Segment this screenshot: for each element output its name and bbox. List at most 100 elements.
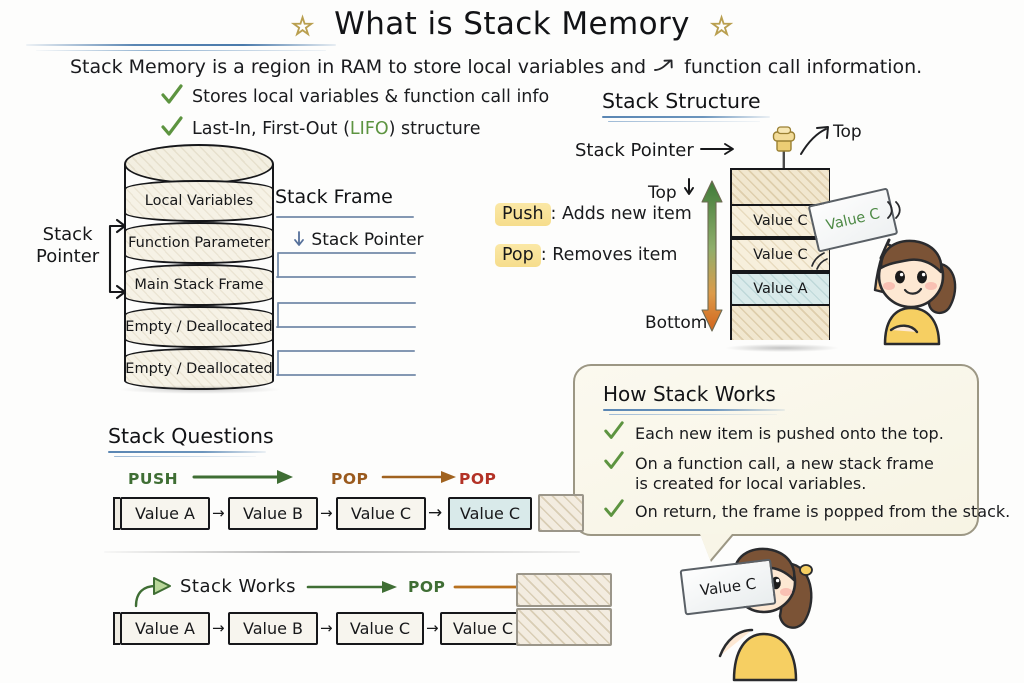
cylinder-shadow	[118, 385, 282, 394]
row2-box-hatched-top	[516, 573, 612, 607]
stack-memory-cylinder: Local Variables Function Parameter Main …	[118, 144, 282, 394]
row1-pop-label-1: POP	[331, 470, 369, 488]
intro-bullet-2: Last-In, First-Out (LIFO) structure	[160, 116, 480, 141]
how-stack-works-heading-text: How Stack Works	[603, 382, 776, 406]
heading-underline	[602, 115, 770, 118]
row1-pop-arrow-icon	[381, 471, 456, 483]
how-stack-works-item-2-text: On a function call, a new stack frame is…	[635, 454, 934, 493]
held-card-bottom-label: Value C	[698, 574, 758, 600]
stack-frame-label-text: Stack Frame	[275, 186, 393, 208]
row2-loop-arrow-icon	[134, 577, 171, 608]
cylinder-stack-pointer-line2: Pointer	[36, 245, 100, 267]
cylinder-segment: Empty / Deallocated	[124, 348, 274, 390]
cylinder-segment: Local Variables	[124, 180, 274, 222]
stack-cell: Value C	[732, 238, 829, 272]
row2-green-arrow-icon	[306, 581, 397, 593]
intro-bullet-1: Stores local variables & function call i…	[160, 84, 550, 109]
row1-connector-arrow-icon: →	[212, 504, 225, 522]
legend-push: Push: Adds new item	[495, 203, 692, 226]
row2-box: Value C	[336, 612, 424, 645]
stack-structure-heading-text: Stack Structure	[602, 89, 761, 113]
ruled-line	[276, 374, 416, 376]
ruled-line	[276, 276, 416, 278]
how-stack-works-item-3-text: On return, the frame is popped from the …	[635, 502, 1011, 521]
ruled-line-bracket	[277, 350, 279, 376]
row2-connector-arrow-icon: →	[212, 619, 225, 637]
stack-pointer-text: Stack Pointer	[575, 140, 694, 161]
row1-push-label: PUSH	[128, 470, 179, 488]
heading-underline-secondary	[608, 120, 760, 122]
how-stack-works-heading: How Stack Works	[603, 382, 785, 415]
cylinder-stack-pointer-label: Stack Pointer	[36, 224, 99, 268]
character-illustration-top	[873, 238, 957, 346]
down-arrow-icon	[682, 178, 696, 203]
row1-pop-label-2: POP	[459, 470, 497, 488]
stack-cell	[732, 306, 829, 340]
how-stack-works-bubble: How Stack Works Each new item is pushed …	[573, 364, 1010, 536]
check-icon	[160, 116, 183, 137]
row1-push-arrow-icon	[192, 470, 293, 484]
pushpin-icon	[772, 126, 796, 168]
intro-bullet-1-text: Stores local variables & function call i…	[192, 87, 550, 107]
row2-stack-works-label: Stack Works	[180, 576, 297, 597]
star-icon-left: ☆	[290, 11, 315, 42]
row2-box: Value C	[440, 612, 526, 645]
row1-box: Value A	[120, 497, 210, 530]
cylinder-segment: Function Parameter	[124, 222, 274, 264]
bottom-label: Bottom	[645, 313, 708, 333]
push-keyword: Push	[495, 203, 551, 226]
ruled-line-bracket	[277, 302, 279, 328]
how-stack-works-item-2: On a function call, a new stack frame is…	[603, 451, 934, 494]
lifo-highlight: LIFO	[349, 119, 389, 139]
star-icon-right: ☆	[709, 11, 734, 42]
section-separator	[104, 551, 580, 553]
check-icon	[603, 499, 625, 520]
top-curved-arrow-icon	[800, 126, 829, 155]
row2-connector-arrow-icon: →	[426, 619, 439, 637]
cylinder-stack-pointer-text: Stack Pointer	[311, 230, 424, 250]
row2-box: Value A	[120, 612, 210, 645]
heading-underline	[108, 450, 266, 453]
row1-connector-arrow-icon: →	[320, 504, 333, 522]
ruled-line	[278, 350, 415, 352]
ruled-line-bracket	[277, 252, 279, 278]
pop-keyword: Pop	[495, 244, 541, 267]
stack-structure-shadow	[726, 344, 838, 352]
curved-arrow-icon	[652, 56, 678, 78]
top-label-text: Top	[648, 183, 677, 203]
intro-bullet-2-text: Last-In, First-Out (LIFO) structure	[192, 119, 480, 141]
ruled-line	[278, 302, 416, 304]
stack-pointer-bracket-icon	[108, 218, 127, 300]
stack-questions-heading: Stack Questions	[108, 424, 274, 457]
row1-box: Value B	[228, 497, 318, 530]
stack-structure-heading: Stack Structure	[602, 89, 770, 122]
row2-connector-arrow-icon: →	[320, 619, 333, 637]
row2-box-hatched	[516, 608, 612, 646]
top-label: Top	[648, 178, 696, 203]
row1-box-hatched	[538, 494, 584, 532]
cylinder-segment: Main Stack Frame	[124, 264, 274, 306]
heading-underline	[603, 408, 785, 411]
down-arrow-icon	[294, 231, 304, 246]
row1-box: Value C	[336, 497, 426, 530]
stack-frame-label: Stack Frame	[275, 186, 393, 213]
cylinder-stack-pointer-line1: Stack	[42, 224, 93, 245]
pop-description: : Removes item	[540, 245, 678, 265]
title-text: What is Stack Memory	[334, 6, 690, 42]
check-icon	[603, 451, 625, 472]
how-stack-works-item-1: Each new item is pushed onto the top.	[603, 421, 944, 444]
row1-box-teal: Value C	[448, 497, 532, 530]
how-stack-works-item-3: On return, the frame is popped from the …	[603, 499, 1011, 522]
right-arrow-icon	[699, 140, 737, 161]
motion-lines-icon	[884, 198, 906, 227]
title-underline-secondary	[36, 49, 326, 51]
intro-bullet-2-post: ) structure	[388, 119, 481, 139]
ruled-line	[278, 252, 416, 254]
intro-bullet-2-pre: Last-In, First-Out (	[192, 119, 350, 139]
ruled-line	[276, 326, 416, 328]
heading-underline-secondary	[609, 413, 777, 415]
subtitle-part1: Stack Memory is a region in RAM to store…	[70, 56, 647, 78]
subtitle: Stack Memory is a region in RAM to store…	[70, 56, 922, 78]
how-stack-works-item-1-text: Each new item is pushed onto the top.	[635, 424, 944, 443]
